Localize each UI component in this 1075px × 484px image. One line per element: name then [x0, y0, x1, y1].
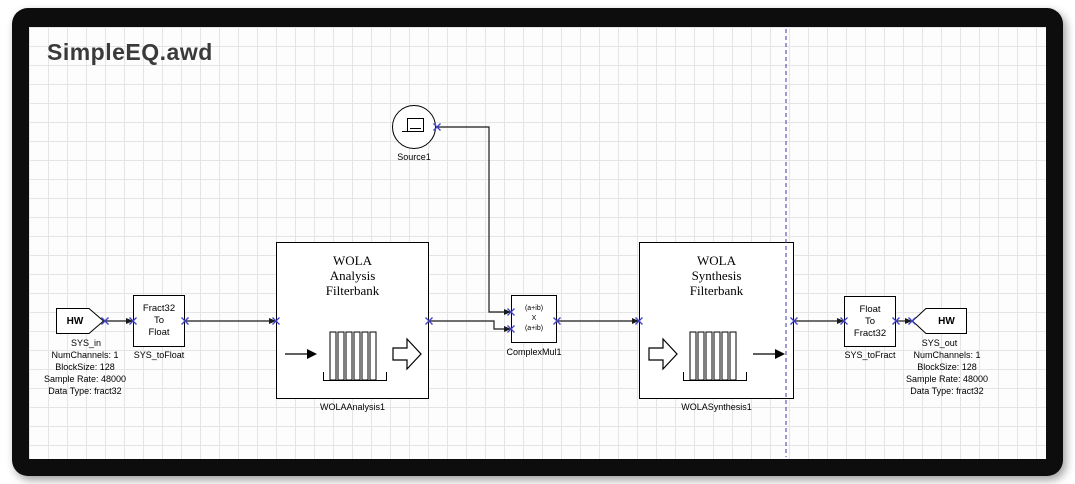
filterbank-comb-icon [683, 331, 747, 381]
wire-analysis-complexmul[interactable] [429, 320, 511, 330]
port-icon[interactable] [181, 317, 189, 325]
complex-mul-label: ComplexMul1 [506, 347, 562, 357]
title-line: Analysis [329, 268, 376, 283]
box-text-line: (a+ib) [524, 325, 544, 332]
wola-analysis-label: WOLAAnalysis1 [319, 402, 386, 412]
port-icon[interactable] [101, 317, 109, 325]
port-icon[interactable] [892, 317, 900, 325]
box-text-line: (a+ib) [524, 305, 544, 312]
info-line: NumChannels: 1 [913, 350, 981, 360]
info-line: Sample Rate: 48000 [905, 374, 989, 384]
sys-to-fract-label: SYS_toFract [844, 350, 896, 360]
info-line: NumChannels: 1 [51, 350, 119, 360]
port-icon[interactable] [425, 317, 433, 325]
title-line: WOLA [697, 253, 736, 268]
flow-arrowhead-icon [775, 349, 785, 359]
sys-out-label: SYS_out [921, 338, 958, 348]
block-complex-mul[interactable]: (a+ib) X (a+ib) [511, 295, 557, 343]
title-line: WOLA [333, 253, 372, 268]
document-title: SimpleEQ.awd [47, 39, 213, 65]
box-text-line: Fract32 [853, 327, 887, 339]
synthesis-filterbank-icon [648, 331, 785, 381]
info-line: BlockSize: 128 [55, 362, 115, 372]
info-line: Sample Rate: 48000 [43, 374, 127, 384]
hollow-arrow-icon [392, 337, 422, 371]
block-sys-in[interactable]: HW [56, 308, 104, 334]
wire-arrowheads [126, 309, 912, 332]
port-icon[interactable] [129, 317, 137, 325]
title-line: Filterbank [689, 283, 744, 298]
sys-in-info: NumChannels: 1 BlockSize: 128 Sample Rat… [29, 349, 141, 397]
filterbank-comb-icon [323, 331, 387, 381]
info-line: Data Type: fract32 [910, 386, 984, 396]
box-text-line: Fract32 [142, 303, 176, 314]
info-line: BlockSize: 128 [917, 362, 977, 372]
window-frame: SimpleEQ.awd HW SYS_in NumChannels: 1 Bl… [12, 8, 1063, 476]
block-source1[interactable] [392, 105, 436, 149]
port-icon[interactable] [507, 308, 515, 316]
box-text-line: To [153, 315, 165, 326]
port-icon[interactable] [790, 317, 798, 325]
info-line: Data Type: fract32 [48, 386, 122, 396]
box-text-line: Float [859, 303, 881, 315]
wola-analysis-title: WOLA Analysis Filterbank [277, 253, 428, 298]
title-line: Synthesis [691, 268, 742, 283]
flow-arrowhead-icon [307, 349, 317, 359]
analysis-filterbank-icon [285, 331, 422, 381]
port-icon[interactable] [635, 317, 643, 325]
sys-to-float-label: SYS_toFloat [133, 350, 185, 360]
title-line: Filterbank [325, 283, 380, 298]
hollow-arrow-icon [648, 337, 678, 371]
wola-synthesis-label: WOLASynthesis1 [681, 402, 752, 412]
port-icon[interactable] [507, 325, 515, 333]
sys-out-info: NumChannels: 1 BlockSize: 128 Sample Rat… [891, 349, 1003, 397]
wiring-overlay [101, 29, 916, 457]
box-text-line: Float [148, 327, 170, 338]
port-icon[interactable] [553, 317, 561, 325]
block-sys-out[interactable]: HW [912, 308, 967, 334]
box-text-line: X [531, 315, 537, 322]
wola-synthesis-title: WOLA Synthesis Filterbank [640, 253, 793, 298]
wire-source-complexmul[interactable] [437, 126, 511, 313]
block-sys-to-fract[interactable]: Float To Fract32 [844, 296, 896, 347]
port-icon[interactable] [272, 317, 280, 325]
sys-in-label: SYS_in [70, 338, 102, 348]
schematic-canvas[interactable]: SimpleEQ.awd HW SYS_in NumChannels: 1 Bl… [29, 27, 1046, 459]
hw-output-pentagon-icon [912, 308, 967, 334]
box-text-line: To [864, 315, 876, 327]
source-waveform-icon [402, 118, 424, 132]
port-icon[interactable] [433, 123, 441, 131]
hw-input-tag: HW [66, 315, 84, 327]
port-icon[interactable] [908, 317, 916, 325]
block-wola-synthesis[interactable]: WOLA Synthesis Filterbank [639, 242, 794, 399]
hw-output-tag: HW [938, 315, 955, 327]
hw-input-pentagon-icon [56, 308, 104, 334]
port-icon[interactable] [840, 317, 848, 325]
source1-label: Source1 [397, 152, 431, 162]
